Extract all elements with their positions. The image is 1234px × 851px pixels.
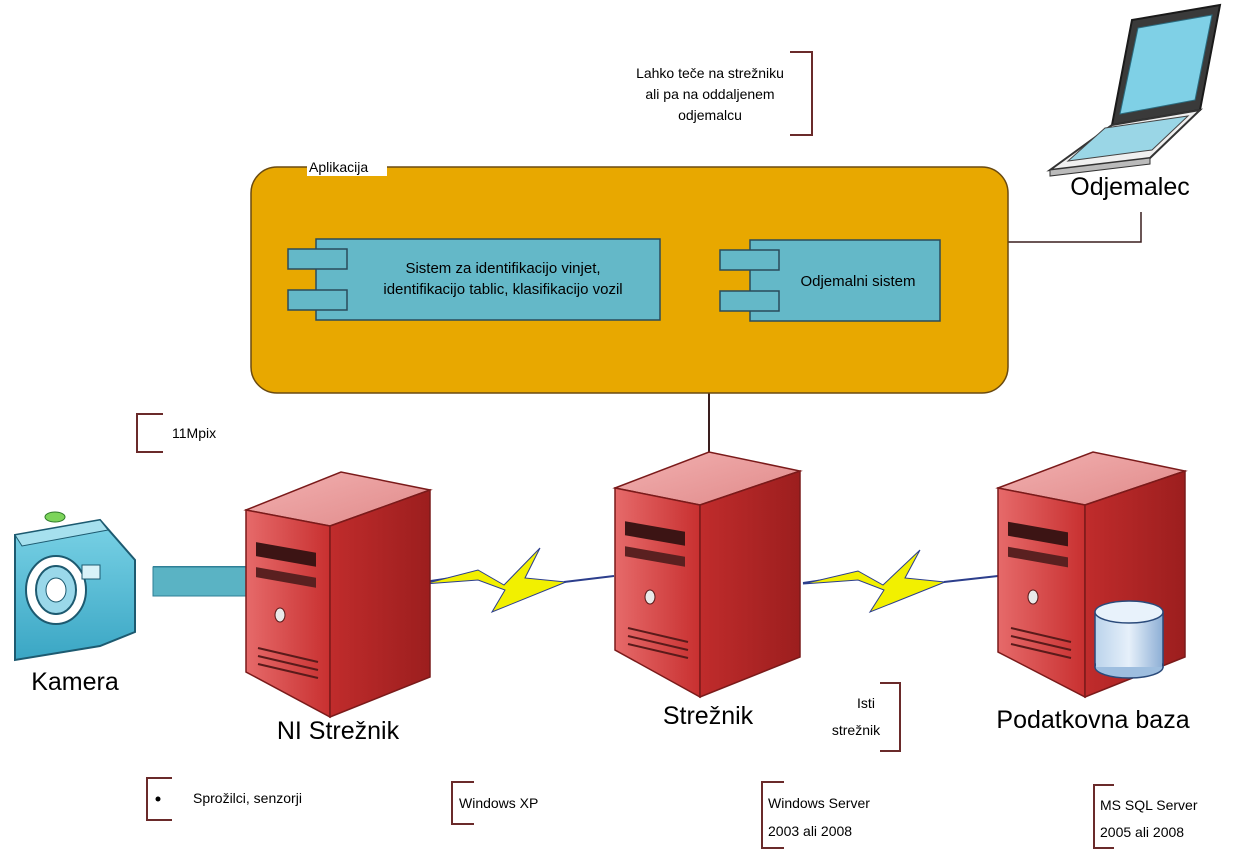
- database-label: Podatkovna baza: [996, 706, 1189, 734]
- camera-label: Kamera: [31, 668, 119, 696]
- database-cylinder-icon: [1094, 600, 1164, 679]
- triggers-text: Sprožilci, senzorji: [193, 790, 302, 806]
- lightning-link-server-db: [802, 549, 999, 614]
- database-note: MS SQL Server 2005 ali 2008: [1093, 784, 1198, 849]
- camera-resolution-note: 11Mpix: [136, 413, 216, 453]
- os-server-note: Windows Server 2003 ali 2008: [761, 781, 870, 849]
- same-server-line-1: Isti: [857, 695, 875, 711]
- component-client-label: Odjemalni sistem: [800, 273, 915, 290]
- component-identification-system: Sistem za identifikacijo vinjet, identif…: [287, 238, 661, 321]
- os-server-line-1: Windows Server: [768, 795, 870, 811]
- server-icon: [612, 451, 803, 699]
- os-ni-text: Windows XP: [459, 795, 538, 811]
- os-server-line-2: 2003 ali 2008: [768, 823, 852, 839]
- db-note-line-2: 2005 ali 2008: [1100, 824, 1184, 840]
- application-title: Aplikacija: [309, 159, 368, 175]
- client-note-line-1: Lahko teče na strežniku: [636, 65, 784, 81]
- camera-to-ni-connector: [152, 566, 250, 597]
- camera-icon: [14, 511, 136, 662]
- ni-server-label: NI Strežnik: [277, 717, 400, 745]
- triggers-note: Sprožilci, senzorji: [146, 777, 302, 821]
- same-server-line-2: strežnik: [832, 722, 881, 738]
- laptop-icon: [1046, 3, 1222, 177]
- client-note-line-3: odjemalcu: [678, 107, 742, 123]
- component-identification-label-2: identifikacijo tablic, klasifikacijo voz…: [383, 281, 622, 298]
- client-note-line-2: ali pa na oddaljenem: [645, 86, 774, 102]
- component-identification-label-1: Sistem za identifikacijo vinjet,: [405, 260, 600, 277]
- ni-server-icon: [243, 471, 433, 719]
- camera-resolution-text: 11Mpix: [172, 425, 216, 441]
- component-client-system: Odjemalni sistem: [719, 239, 941, 322]
- os-ni-note: Windows XP: [451, 781, 538, 825]
- application-container: Aplikacija Sistem za identifikacijo vinj…: [250, 158, 1009, 394]
- same-server-note: Isti strežnik: [832, 682, 901, 752]
- server-label: Strežnik: [663, 702, 754, 730]
- db-note-line-1: MS SQL Server: [1100, 797, 1198, 813]
- client-location-note: Lahko teče na strežniku ali pa na oddalj…: [636, 51, 813, 136]
- lightning-link-ni-server: [423, 547, 615, 614]
- client-label: Odjemalec: [1070, 173, 1190, 201]
